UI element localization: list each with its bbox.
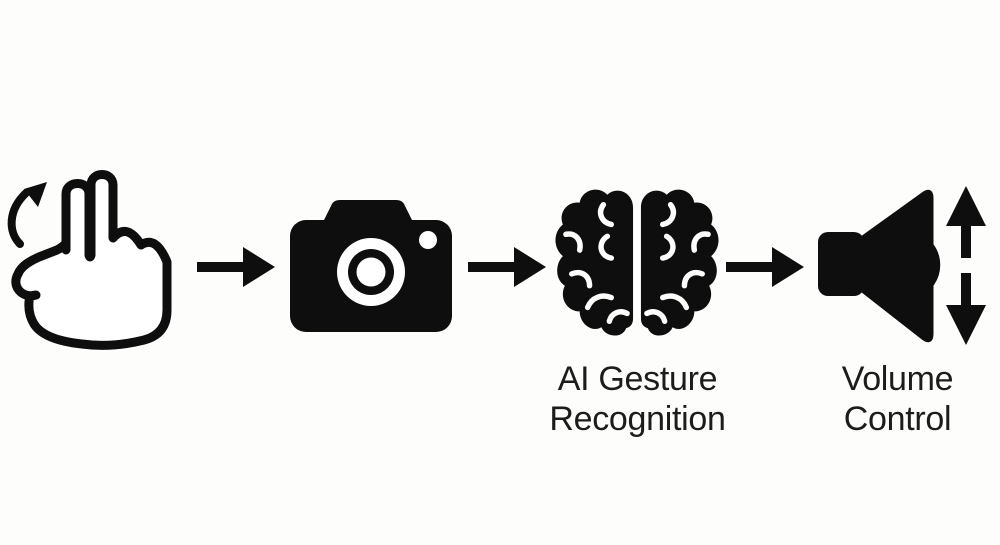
- sound-wave-icon: [911, 232, 941, 298]
- volume-control-label: Volume Control: [841, 360, 954, 438]
- rotate-arrowhead-icon: [24, 182, 47, 207]
- brain-icon: [555, 180, 721, 344]
- camera-flash-dot: [419, 231, 437, 249]
- volume-up-arrow-icon: [946, 186, 986, 258]
- volume-down-arrow-icon: [946, 273, 986, 345]
- speaker-cone: [857, 189, 934, 343]
- hand-outline: [11, 170, 172, 350]
- brain-left-hemisphere: [555, 189, 634, 336]
- camera-icon: [290, 200, 452, 332]
- speaker-up-down-arrows-icon: [818, 186, 986, 345]
- right-arrow-icon: [197, 247, 275, 287]
- brain-right-hemisphere: [641, 190, 719, 336]
- ai-gesture-recognition-label: AI Gesture Recognition: [549, 360, 726, 438]
- speaker-box: [818, 232, 864, 296]
- camera-top-hump: [322, 200, 414, 224]
- right-arrow-icon: [468, 247, 546, 287]
- two-finger-swipe-hand-icon: [7, 170, 172, 350]
- right-arrow-icon: [726, 247, 804, 287]
- rotate-arrow-arc-icon: [7, 189, 30, 248]
